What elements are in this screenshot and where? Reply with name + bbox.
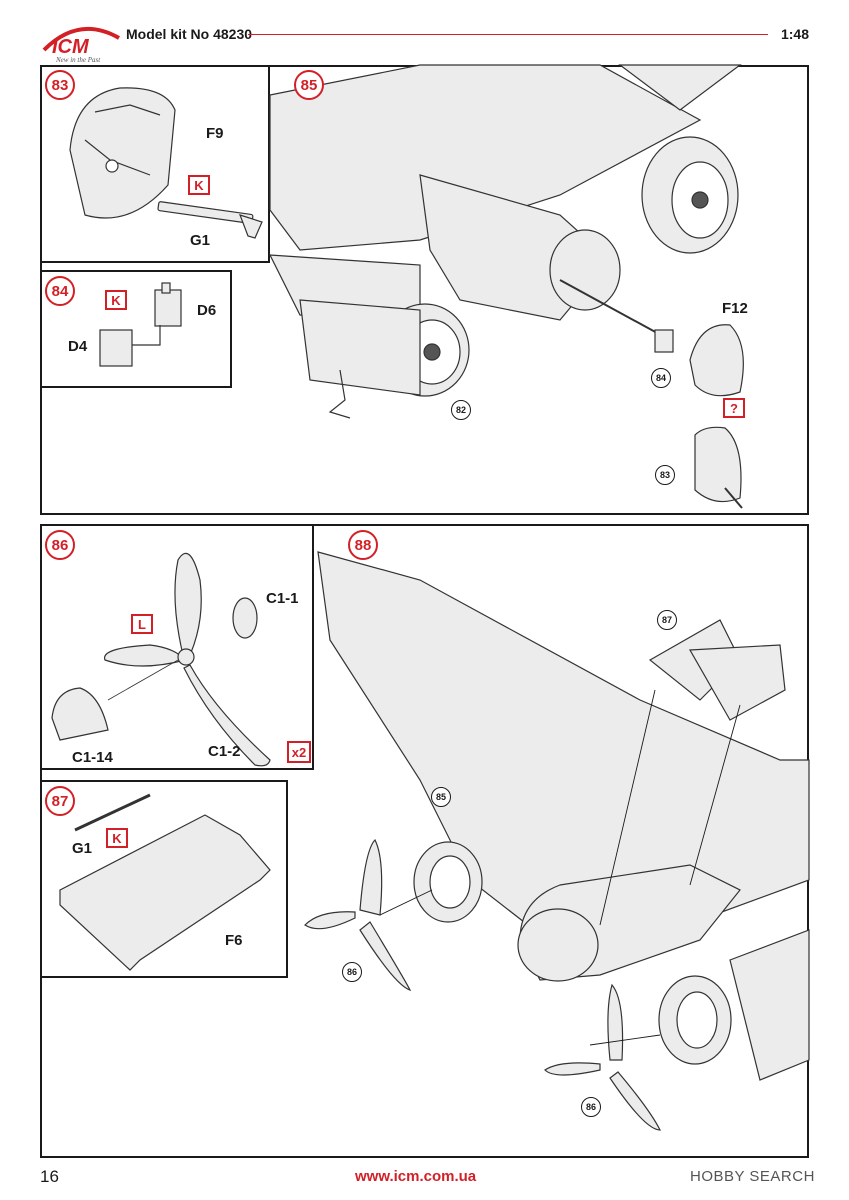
step-87-badge: 87 bbox=[45, 786, 75, 816]
watermark: HOBBY SEARCH bbox=[690, 1168, 815, 1185]
canopy-hood-f9 bbox=[69, 87, 176, 219]
ref-86-right: 86 bbox=[581, 1097, 601, 1117]
machine-gun-g1-87 bbox=[74, 793, 151, 832]
step-85-badge: 85 bbox=[294, 70, 324, 100]
part-f6-label: F6 bbox=[225, 932, 243, 949]
part-g1-label: G1 bbox=[190, 232, 211, 249]
part-c1-1-label: C1-1 bbox=[266, 590, 299, 607]
part-g1-label-87: G1 bbox=[72, 840, 93, 857]
propeller-88-left bbox=[359, 838, 383, 916]
part-f9-label: F9 bbox=[206, 125, 224, 142]
propeller-blade-c12 bbox=[174, 552, 202, 656]
canopy-f12 bbox=[689, 324, 744, 397]
hub-c11 bbox=[232, 597, 258, 639]
ref-87: 87 bbox=[657, 610, 677, 630]
svg-text:ICM: ICM bbox=[52, 36, 90, 58]
ref-85: 85 bbox=[431, 787, 451, 807]
part-d4-label: D4 bbox=[68, 338, 88, 355]
mount-d4 bbox=[99, 329, 133, 367]
part-d6-label: D6 bbox=[197, 302, 217, 319]
ref-83: 83 bbox=[655, 465, 675, 485]
part-c1-2-label: C1-2 bbox=[208, 743, 241, 760]
icm-logo: ICM New in the Past bbox=[42, 26, 120, 64]
aircraft-fuselage-upper bbox=[269, 64, 702, 251]
kit-label: Model kit No 48230 bbox=[126, 26, 253, 42]
step-86-badge: 86 bbox=[45, 530, 75, 560]
page-number: 16 bbox=[40, 1167, 59, 1186]
spinner-c114 bbox=[51, 687, 109, 741]
glue-k-87: K bbox=[106, 828, 128, 848]
glue-unknown-85: ? bbox=[723, 398, 745, 418]
propeller-88-right bbox=[607, 983, 624, 1061]
step-88-badge: 88 bbox=[348, 530, 378, 560]
mount-d6 bbox=[154, 289, 182, 327]
scale-label: 1:48 bbox=[780, 26, 809, 42]
step-83-badge: 83 bbox=[45, 70, 75, 100]
glue-k-83: K bbox=[188, 175, 210, 195]
ref-84: 84 bbox=[651, 368, 671, 388]
header-rule bbox=[248, 34, 768, 35]
website-link[interactable]: www.icm.com.ua bbox=[355, 1168, 477, 1185]
canopy-frame-f6 bbox=[59, 814, 271, 971]
part-f12-label: F12 bbox=[722, 300, 748, 317]
glue-k-84: K bbox=[105, 290, 127, 310]
quantity-x2: x2 bbox=[287, 741, 311, 763]
canopy-83-ref bbox=[694, 426, 742, 503]
ref-86-left: 86 bbox=[342, 962, 362, 982]
step-84-badge: 84 bbox=[45, 276, 75, 306]
aircraft-wing-lower bbox=[317, 551, 810, 951]
gun-barrel bbox=[559, 279, 671, 341]
machine-gun-g1 bbox=[157, 201, 254, 224]
glue-l-86: L bbox=[131, 614, 153, 634]
svg-text:New in the Past: New in the Past bbox=[55, 56, 101, 64]
part-c1-14-label: C1-14 bbox=[72, 749, 113, 766]
ref-82: 82 bbox=[451, 400, 471, 420]
